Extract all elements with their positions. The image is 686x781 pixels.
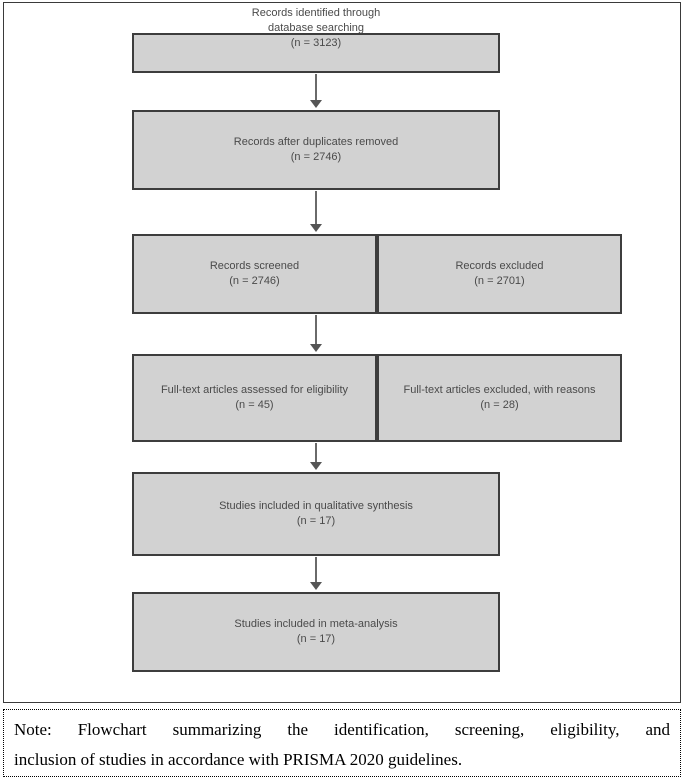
text-line: database searching [267,22,364,34]
connector-line-4 [315,443,317,464]
flow-node-fulltext-excluded-text: Full-text articles excluded, with reason… [404,383,596,413]
flow-node-records-identified: Records identified through database sear… [132,7,500,73]
connector-line-2 [315,191,317,226]
text-line: Full-text articles excluded, with reason… [403,384,596,396]
connector-line-3 [315,315,317,346]
flow-node-records-screened-text: Records screened (n = 2746) [210,259,299,289]
text-line-count: (n = 17) [296,633,336,645]
flow-node-qualitative-synthesis: Studies included in qualitative synthesi… [132,472,500,556]
text-line: Records after duplicates removed [233,136,399,148]
flow-node-qualitative-synthesis-text: Studies included in qualitative synthesi… [219,499,413,529]
arrowhead-3 [310,344,322,352]
text-line-count: (n = 3123) [290,37,342,49]
flow-node-fulltext-assessed: Full-text articles assessed for eligibil… [132,354,377,442]
text-line-count: (n = 2746) [229,275,280,287]
text-line-count: (n = 28) [480,399,519,411]
text-line: Records identified through [251,7,381,19]
flow-node-meta-analysis: Studies included in meta-analysis (n = 1… [132,592,500,672]
arrowhead-5 [310,582,322,590]
flow-node-meta-analysis-text: Studies included in meta-analysis (n = 1… [234,617,397,647]
caption-line-1: Note: Flowchart summarizing the identifi… [14,720,670,739]
flow-node-records-excluded: Records excluded (n = 2701) [377,234,622,314]
flow-node-fulltext-excluded: Full-text articles excluded, with reason… [377,354,622,442]
text-line-count: (n = 17) [296,515,336,527]
prisma-flowchart: Records identified through database sear… [132,7,622,672]
flow-node-duplicates-removed-text: Records after duplicates removed (n = 27… [234,135,398,165]
text-line-count: (n = 2746) [290,151,342,163]
text-line: Full-text articles assessed for eligibil… [160,384,349,396]
text-line: Records screened [209,260,300,272]
flow-node-fulltext-assessed-text: Full-text articles assessed for eligibil… [161,383,348,413]
text-line-count: (n = 45) [235,399,274,411]
arrowhead-4 [310,462,322,470]
flow-node-records-identified-text: Records identified through database sear… [134,6,498,51]
text-line-count: (n = 2701) [474,275,525,287]
caption-line-2: inclusion of studies in accordance with … [14,750,463,769]
figure-caption: Note: Flowchart summarizing the identifi… [3,709,681,777]
flow-node-records-screened: Records screened (n = 2746) [132,234,377,314]
connector-line-1 [315,74,317,102]
arrowhead-1 [310,100,322,108]
text-line: Records excluded [455,260,544,272]
text-line: Studies included in qualitative synthesi… [219,500,413,512]
connector-line-5 [315,557,317,584]
flow-node-records-excluded-text: Records excluded (n = 2701) [455,259,543,289]
flow-node-duplicates-removed: Records after duplicates removed (n = 27… [132,110,500,190]
arrowhead-2 [310,224,322,232]
text-line: Studies included in meta-analysis [234,618,398,630]
